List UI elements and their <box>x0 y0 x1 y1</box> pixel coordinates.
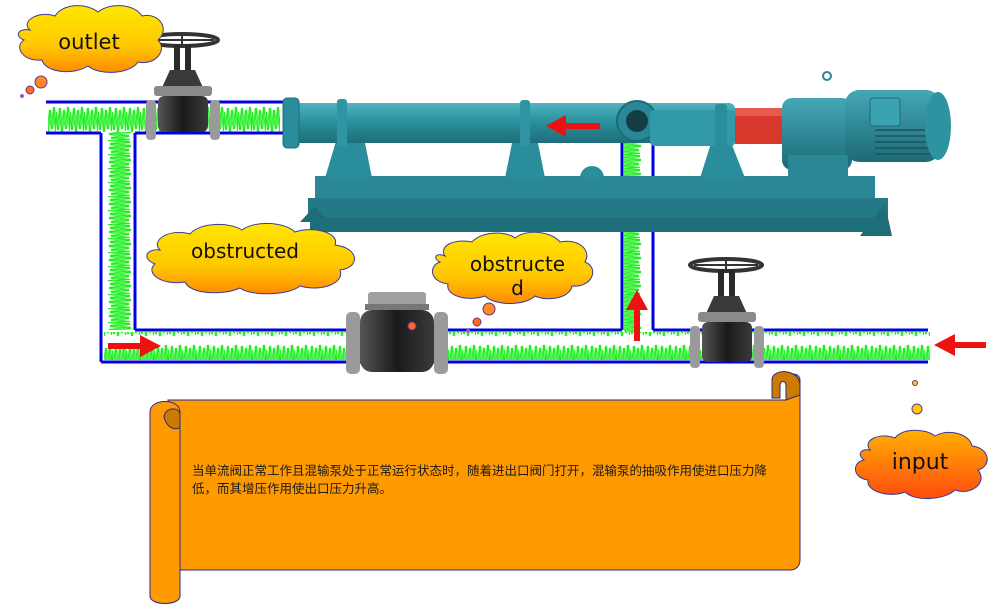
fluid-fill <box>48 104 930 360</box>
input-label: input <box>891 450 949 475</box>
outlet-gate-valve <box>144 32 220 140</box>
flow-arrows <box>108 115 986 357</box>
obstructed-label-left: obstructed <box>191 239 299 263</box>
input-cloud <box>855 380 988 499</box>
obstructed-label-right-line2: d <box>511 276 524 300</box>
outlet-label: outlet <box>58 30 120 54</box>
bypass-arrow-icon <box>108 335 161 357</box>
pump-arrow-icon <box>546 115 600 137</box>
obstructed-cloud-right <box>432 231 594 333</box>
outlet-cloud <box>17 5 164 98</box>
obstructed-cloud-left <box>146 223 355 295</box>
inlet-arrow-icon <box>934 334 986 356</box>
inlet-gate-valve <box>688 257 764 368</box>
description-scroll <box>149 371 801 604</box>
obstructed-label-right-line1: obstructe <box>469 252 566 276</box>
check-valve <box>346 292 448 374</box>
mixing-pump <box>282 71 951 236</box>
riser-arrow-icon <box>626 290 648 341</box>
description-text: 当单流阀正常工作且混输泵处于正常运行状态时，随着进出口阀门打开，混输泵的抽吸作用… <box>192 463 768 496</box>
